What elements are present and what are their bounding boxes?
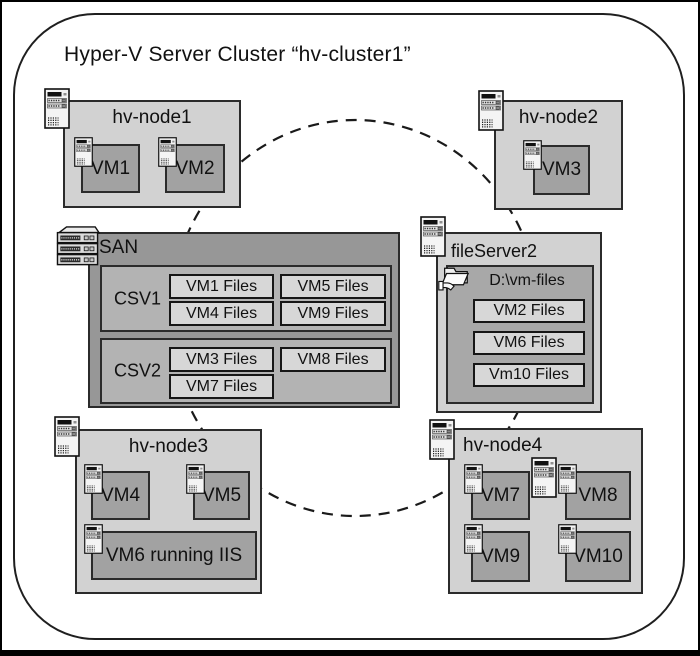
host-label-hv-node1: hv-node1	[112, 107, 192, 128]
vm-server-icon	[464, 464, 483, 494]
csv1-label: CSV1	[114, 288, 162, 308]
vm-label-vm7: VM7	[480, 484, 521, 506]
server-tower-icon	[44, 88, 70, 129]
vm-box-vm2: VM2	[165, 144, 225, 193]
csv2-label: CSV2	[114, 360, 162, 381]
server-tower-icon	[420, 216, 446, 257]
vm-label-vm6: VM6 running IIS	[105, 544, 243, 566]
vm-server-icon	[558, 464, 577, 494]
host-label-hv-node2: hv-node2	[518, 107, 599, 128]
vm-label-vm4: VM4	[100, 484, 141, 506]
vm-server-icon	[523, 140, 542, 170]
vm-box-vm5: VM5	[193, 471, 250, 520]
vm-server-icon	[84, 464, 103, 494]
share-path-label: D:\vm-files	[489, 272, 565, 289]
san-label: SAN	[99, 237, 139, 258]
vm-server-icon	[84, 524, 103, 554]
server-tower-icon	[429, 419, 455, 460]
file-box: VM5 Files	[280, 274, 386, 299]
cluster-boundary	[13, 13, 685, 640]
file-box: VM1 Files	[169, 274, 274, 299]
file-box: VM7 Files	[169, 374, 274, 399]
file-server-box: fileServer2 D:\vm-files VM2 Files VM6 Fi…	[436, 232, 602, 413]
host-box-hv-node3: hv-node3 VM4 VM5 VM6 running IIS	[75, 429, 262, 594]
vm-label-vm10: VM10	[573, 545, 623, 567]
vm-server-icon	[186, 464, 205, 494]
file-box: VM4 Files	[169, 301, 274, 326]
vm-label-vm3: VM3	[541, 159, 582, 180]
san-box: SAN CSV1 VM1 Files VM5 Files VM4 Files V…	[88, 232, 400, 408]
vm-server-icon	[558, 524, 577, 554]
vm-server-icon	[158, 137, 177, 167]
file-box: VM6 Files	[473, 331, 585, 355]
file-server-label: fileServer2	[451, 241, 538, 261]
file-box: Vm10 Files	[473, 363, 585, 387]
server-tower-icon	[531, 457, 557, 498]
vm-label-vm1: VM1	[90, 157, 131, 179]
diagram-title: Hyper-V Server Cluster “hv-cluster1”	[64, 43, 411, 66]
vm-server-icon	[74, 137, 93, 167]
vm-label-vm5: VM5	[201, 484, 242, 506]
shared-folder-icon	[438, 265, 472, 297]
server-tower-icon	[478, 90, 504, 131]
host-box-hv-node4: hv-node4 VM7 VM8 VM9 VM10	[448, 428, 643, 594]
host-label-hv-node4: hv-node4	[463, 435, 543, 456]
csv2-box: CSV2 VM3 Files VM8 Files VM7 Files	[100, 338, 392, 404]
csv1-box: CSV1 VM1 Files VM5 Files VM4 Files VM9 F…	[100, 265, 392, 332]
file-box: VM3 Files	[169, 347, 274, 372]
host-box-hv-node2: hv-node2 VM3	[494, 100, 623, 210]
san-rack-icon	[56, 225, 100, 267]
file-box: VM9 Files	[280, 301, 386, 326]
file-box: VM2 Files	[473, 299, 585, 323]
vm-server-icon	[464, 524, 483, 554]
host-label-hv-node3: hv-node3	[128, 436, 209, 457]
vm-label-vm9: VM9	[480, 545, 521, 567]
file-box: VM8 Files	[280, 347, 386, 372]
vm-box-vm3: VM3	[533, 145, 590, 195]
server-tower-icon	[54, 416, 80, 457]
host-box-hv-node1: hv-node1 VM1 VM2	[63, 100, 241, 208]
share-box: D:\vm-files VM2 Files VM6 Files Vm10 Fil…	[446, 265, 594, 404]
vm-label-vm2: VM2	[175, 157, 215, 179]
vm-box-vm6-iis: VM6 running IIS	[91, 531, 257, 580]
vm-label-vm8: VM8	[578, 484, 618, 506]
